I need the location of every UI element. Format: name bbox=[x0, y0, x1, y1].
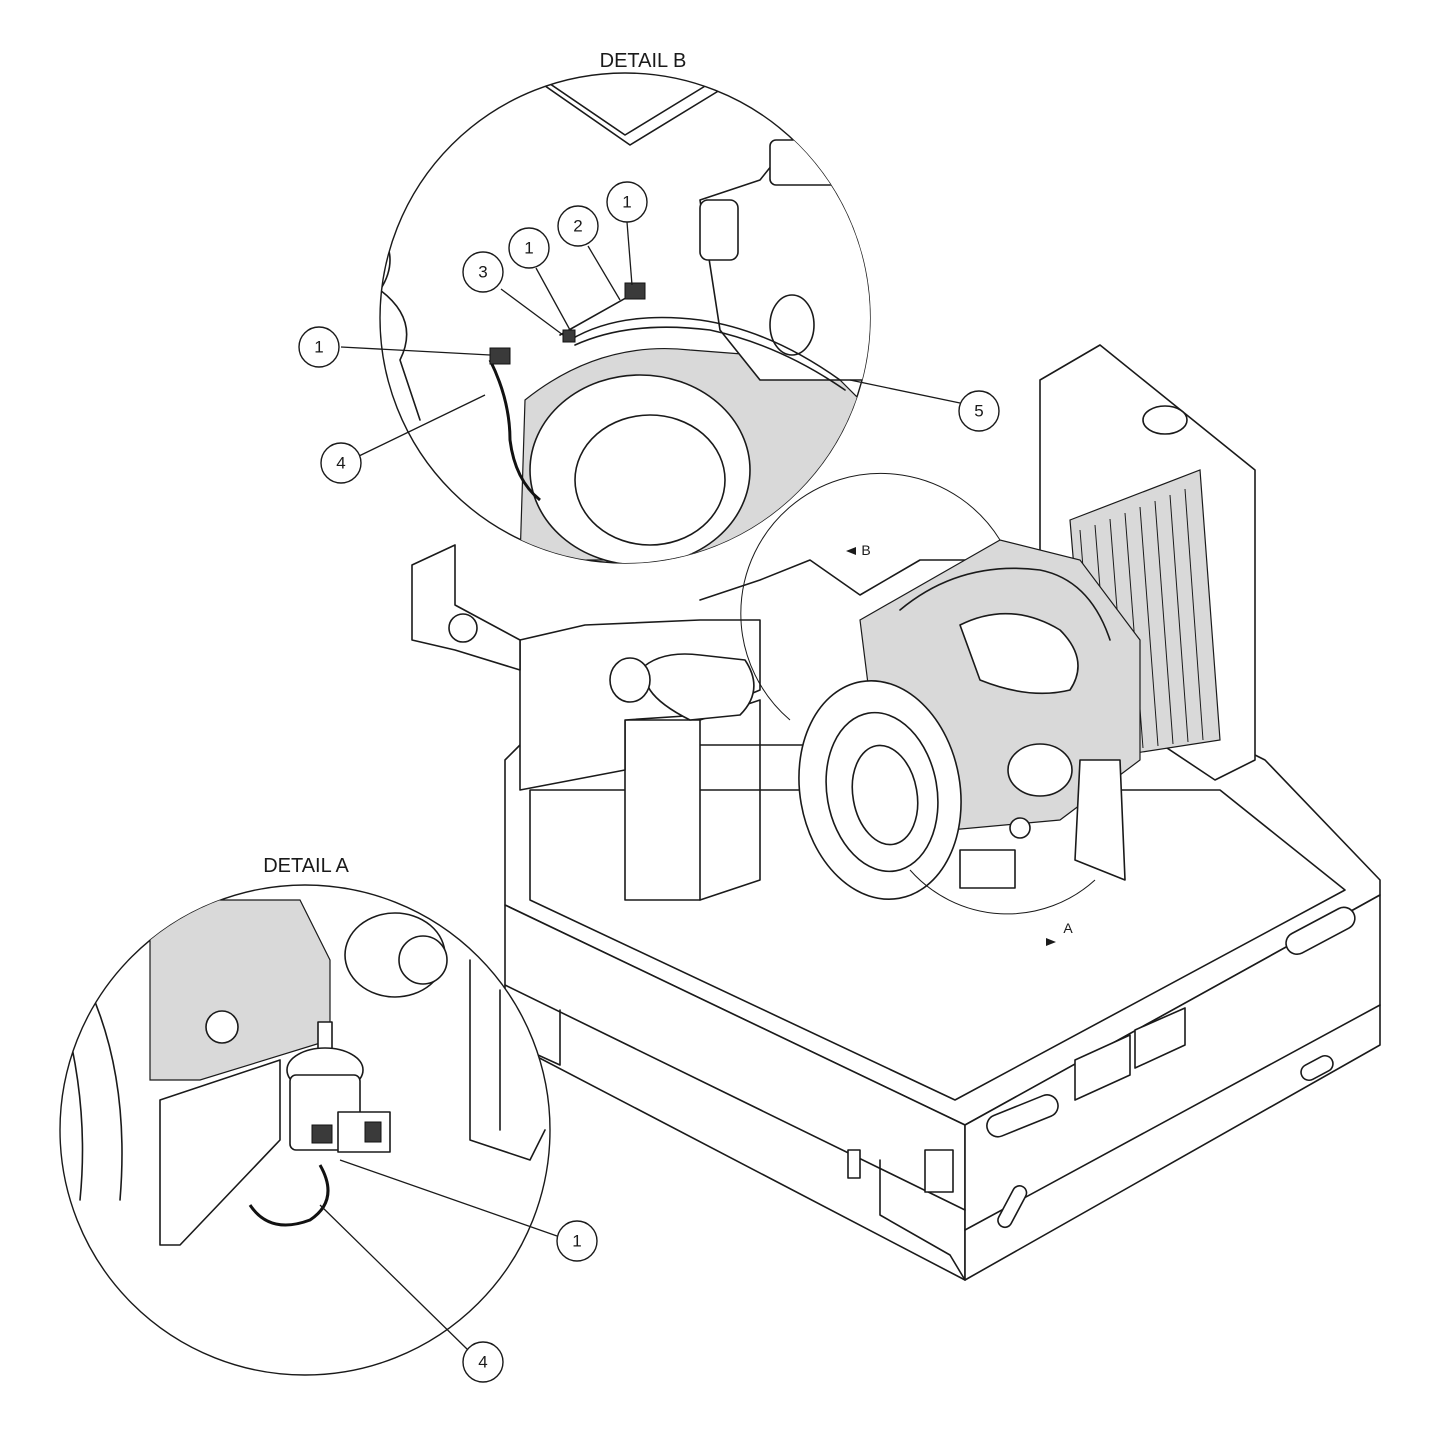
alternator bbox=[1007, 743, 1073, 797]
section-a-arrow bbox=[1046, 938, 1056, 946]
front-slot-1 bbox=[986, 1094, 1059, 1138]
detail-a-leader-1 bbox=[339, 1159, 558, 1237]
detail-a-callout-1: 1 bbox=[556, 1220, 598, 1262]
detail-b-port bbox=[769, 294, 815, 356]
right-cutout-2 bbox=[1134, 1007, 1186, 1069]
section-b-arrow bbox=[846, 547, 856, 555]
detail-a-clamp-1 bbox=[311, 1124, 333, 1144]
mount-bushing bbox=[448, 613, 478, 643]
detail-a-bolt-boss bbox=[205, 1010, 239, 1044]
detail-a-contents bbox=[60, 899, 546, 1246]
detail-b-hose-5b bbox=[574, 326, 846, 391]
detail-b-leader-5 bbox=[849, 379, 961, 404]
engine-top-edge bbox=[899, 567, 1111, 641]
callout-label: 2 bbox=[573, 217, 582, 236]
filler-pipe bbox=[639, 653, 755, 721]
callout-label: 1 bbox=[524, 239, 533, 258]
detail-b-callout-1b: 1 bbox=[508, 227, 550, 269]
engine-mount-leg bbox=[1074, 759, 1126, 881]
callout-label: 3 bbox=[478, 263, 487, 282]
section-a-arc bbox=[909, 869, 1096, 915]
callout-label: 1 bbox=[572, 1232, 581, 1251]
left-mount-bracket bbox=[411, 544, 521, 671]
detail-b-leader-3 bbox=[500, 288, 564, 336]
detail-b-callout-2: 2 bbox=[557, 205, 599, 247]
upper-panel-edge bbox=[699, 559, 1001, 601]
flywheel-hub bbox=[851, 744, 919, 846]
filler-cap bbox=[609, 657, 651, 703]
callout-label: 1 bbox=[622, 193, 631, 212]
detail-a-mount-leg bbox=[469, 959, 546, 1161]
frame-right-lower-edge bbox=[964, 1004, 1381, 1231]
right-slot-1 bbox=[1285, 906, 1356, 956]
detail-b-leader-1b bbox=[535, 267, 571, 331]
main-assembly: B A bbox=[411, 344, 1381, 1281]
fuel-tank bbox=[624, 719, 701, 901]
detail-b: DETAIL B bbox=[298, 50, 1000, 564]
frame-front-lower-edge bbox=[504, 984, 966, 1211]
frame-right-face bbox=[964, 894, 1381, 1281]
detail-b-callout-5: 5 bbox=[958, 390, 1000, 432]
callout-label: 4 bbox=[336, 454, 345, 473]
front-tab bbox=[847, 1149, 861, 1179]
detail-b-frame-edge-2 bbox=[514, 73, 716, 136]
detail-b-flywheel-inner bbox=[574, 414, 726, 546]
detail-b-title: DETAIL B bbox=[600, 50, 687, 72]
front-slot-2 bbox=[997, 1185, 1028, 1229]
detail-b-callout-4: 4 bbox=[320, 442, 362, 484]
callout-label: 1 bbox=[314, 338, 323, 357]
front-bracket bbox=[924, 1149, 954, 1193]
section-b-label: B bbox=[861, 542, 870, 558]
detail-b-leader-4 bbox=[358, 394, 486, 457]
detail-b-fuel-filter-top bbox=[769, 139, 841, 186]
detail-a-title: DETAIL A bbox=[263, 855, 349, 877]
detail-b-leader-2 bbox=[587, 245, 621, 301]
section-a-label: A bbox=[1063, 920, 1073, 936]
detail-b-leader-1a bbox=[340, 346, 491, 356]
detail-b-clamp-2 bbox=[624, 282, 646, 300]
radiator-cap bbox=[1142, 405, 1188, 435]
right-slot-2 bbox=[1300, 1054, 1334, 1082]
detail-a-connector bbox=[337, 1111, 391, 1153]
detail-b-leader-1c bbox=[626, 221, 633, 286]
detail-b-callout-1a: 1 bbox=[298, 326, 340, 368]
callout-label: 5 bbox=[974, 402, 983, 421]
section-b-arc bbox=[740, 472, 1001, 721]
detail-b-hose-4 bbox=[488, 359, 541, 502]
detail-a-alternator-face bbox=[398, 935, 448, 985]
detail-a-callout-4: 4 bbox=[462, 1341, 504, 1383]
detail-b-lift-eye bbox=[699, 199, 739, 261]
intake-manifold bbox=[959, 612, 1079, 695]
detail-a-leader-4 bbox=[319, 1204, 469, 1351]
detail-b-callout-1c: 1 bbox=[606, 181, 648, 223]
right-cutout-1 bbox=[1074, 1034, 1131, 1101]
detail-b-hose-5 bbox=[569, 316, 841, 381]
detail-b-clamp-1 bbox=[489, 347, 511, 365]
oil-switch-main bbox=[1009, 817, 1031, 839]
detail-b-clamp-3 bbox=[562, 329, 576, 343]
detail-a-connector-pin bbox=[364, 1121, 382, 1143]
detail-a-hose-4 bbox=[248, 1164, 330, 1227]
oil-filter-base bbox=[959, 849, 1016, 889]
detail-a-mount-plate bbox=[159, 1059, 281, 1246]
callout-label: 4 bbox=[478, 1353, 487, 1372]
detail-a-flywheel-edge-2 bbox=[89, 989, 123, 1201]
frame-skid bbox=[879, 1159, 966, 1281]
detail-b-callout-3: 3 bbox=[462, 251, 504, 293]
detail-a: DETAIL A 1 bbox=[59, 855, 598, 1383]
